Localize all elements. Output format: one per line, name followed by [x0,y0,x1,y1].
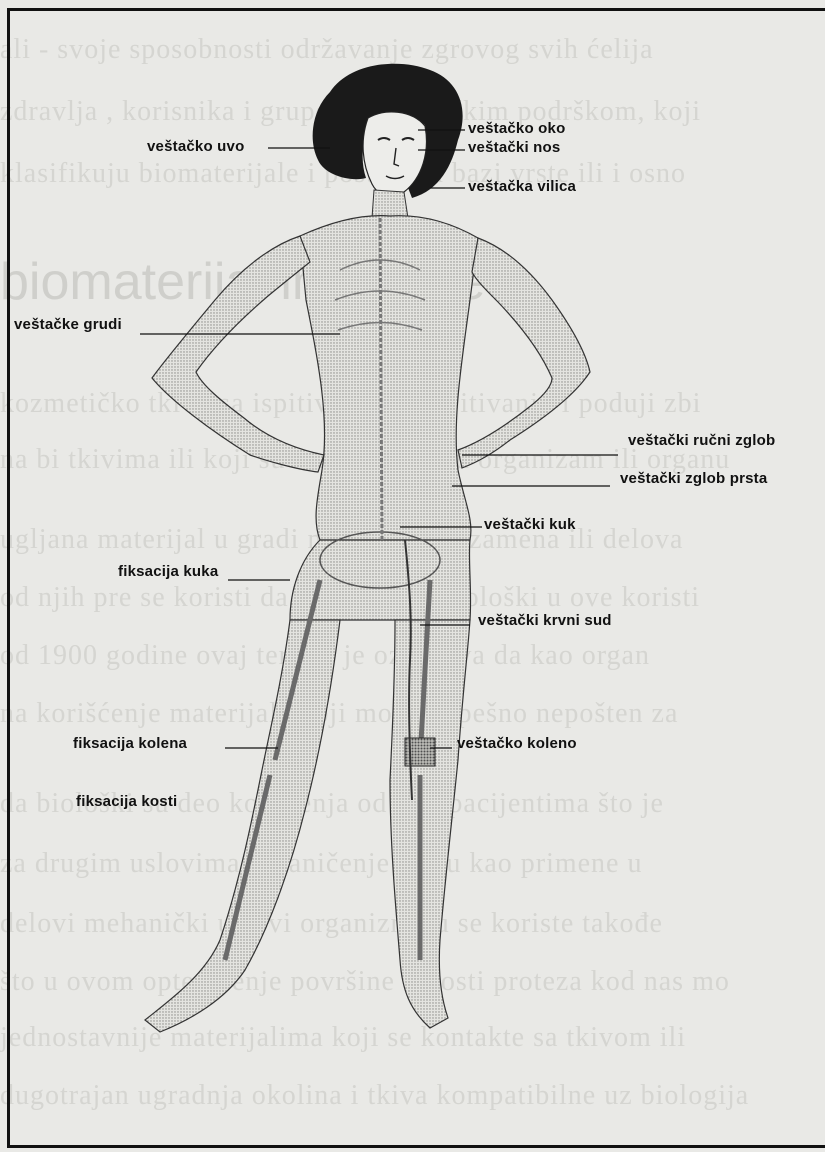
label-bone-fixation: fiksacija kosti [76,793,177,810]
right-leg [390,620,470,1028]
neck [372,190,408,218]
left-arm [152,236,324,472]
left-leg [145,620,340,1032]
label-artificial-jaw: veštačka vilica [468,178,576,195]
label-artificial-blood-vessel: veštački krvni sud [478,612,612,629]
label-artificial-finger-joint: veštački zglob prsta [620,470,767,487]
label-hip-fixation: fiksacija kuka [118,563,218,580]
label-artificial-hip: veštački kuk [484,516,576,533]
label-artificial-wrist: veštački ručni zglob [628,432,775,449]
label-artificial-ear: veštačko uvo [147,138,244,155]
label-artificial-breasts: veštačke grudi [14,316,122,333]
label-artificial-eye: veštačko oko [468,120,565,137]
label-artificial-nose: veštački nos [468,139,560,156]
right-arm [458,238,590,468]
torso [300,216,478,540]
hips [290,540,471,620]
label-knee-fixation: fiksacija kolena [73,735,187,752]
label-artificial-knee: veštačko koleno [457,735,577,752]
